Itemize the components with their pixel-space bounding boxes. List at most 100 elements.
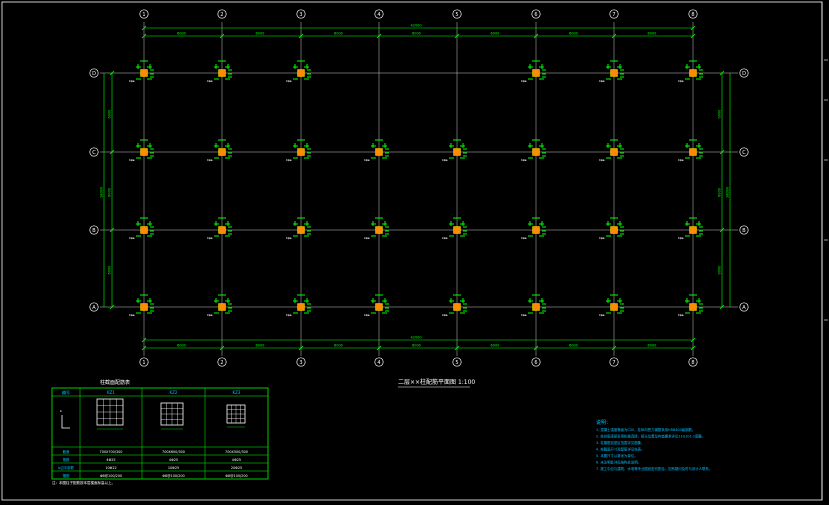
leader-line [600,314,606,317]
dimension-tick [141,25,147,31]
grid-bubble-left-A: A [89,302,99,312]
schedule-cell: b边中部筋 [58,465,74,470]
grid-bubble-label: B [742,228,746,234]
section-sketch-2 [160,402,184,430]
dimension-tick [219,345,225,351]
leader-line [130,80,136,83]
bay-dimension-text: 6000 [648,344,657,348]
grid-bubble-top-8: 8 [688,9,698,19]
grid-bubble-circle [688,357,698,367]
schedule-cell: 箍筋 [63,473,70,478]
leader-line [287,314,293,317]
bay-dimension-text: 6000 [412,32,421,36]
column-marker: KZ1 [129,217,154,240]
column-marker: KZ1 [678,217,703,240]
schedule-header-cell: 编号 [62,389,70,395]
column-marker: KZ1 [207,60,232,83]
grid-bubble-circle [739,302,749,312]
column-marker: KZ1 [442,139,467,162]
schedule-cell: 4Φ25 [232,458,241,462]
column-marker: KZ1 [521,60,546,83]
column-marker: KZ1 [129,60,154,83]
grid-bubble-circle [739,147,749,157]
general-notes: 说明： 1. 混凝土强度等级为C30，柱纵向受力钢筋采用HRB400级钢筋。2.… [596,419,712,471]
column-section [532,69,540,77]
column-section [297,69,305,77]
span-dimension-text: 6000 [718,266,722,275]
grid-bubble-label: 3 [299,360,302,366]
grid-bubble-label: A [742,305,746,311]
dimension-tick [141,337,147,343]
grid-bubble-bottom-1: 1 [139,357,149,367]
bay-dimension-text: 6000 [569,32,578,36]
axis-grid-layer [100,22,738,356]
schedule-cell: 700X600/300 [162,450,185,454]
column-tag-text: KZ1 [286,79,291,83]
schedule-header-cell: KZ1 [107,390,115,395]
grid-bubble-top-3: 3 [296,9,306,19]
dimension-tick [719,227,725,233]
grid-bubble-bottom-7: 7 [609,357,619,367]
dimension-tick [611,33,617,39]
grid-bubble-circle [739,225,749,235]
column-marker: KZ1 [286,294,311,317]
grid-bubble-right-B: B [739,225,749,235]
grid-bubble-bottom-2: 2 [217,357,227,367]
leader-line [443,159,449,162]
grid-bubble-label: 8 [691,12,694,18]
dimension-tick [719,304,725,310]
column-marker: KZ1 [599,60,624,83]
column-tag-text: KZ1 [599,313,604,317]
dimension-tick [611,345,617,351]
grid-bubble-label: 7 [612,12,615,18]
bay-dimension-text: 6000 [177,32,186,36]
column-section [453,226,461,234]
grid-bubble-top-6: 6 [531,9,541,19]
grid-bubble-top-5: 5 [452,9,462,19]
column-tag-text: KZ1 [442,236,447,240]
column-marker: KZ1 [364,294,389,317]
note-line: 6. 未注明处详见结构总说明。 [596,460,641,465]
leader-line [679,80,685,83]
grid-bubble-left-C: C [89,147,99,157]
column-section [218,148,226,156]
grid-bubble-label: 6 [534,360,537,366]
grid-bubble-circle [217,357,227,367]
column-marker: KZ1 [521,139,546,162]
bay-dimension-text: 6000 [177,344,186,348]
dimension-tick [298,345,304,351]
leader-line [522,159,528,162]
schedule-header-cell: KZ2 [170,390,178,395]
column-section [140,226,148,234]
note-line: 3. 柱箍筋加密区范围详见图集。 [596,440,644,445]
dimension-tick [690,345,696,351]
bay-dimension-text: 6000 [256,344,265,348]
leader-line [365,159,371,162]
overall-depth-text: 18000 [726,187,730,198]
column-marker: KZ1 [364,139,389,162]
column-tag-text: KZ1 [129,313,134,317]
grid-bubble-circle [452,357,462,367]
bay-dimension-text: 6000 [334,344,343,348]
column-marker: KZ1 [286,60,311,83]
grid-bubble-label: 3 [299,12,302,18]
leader-line [600,80,606,83]
dimension-tick [109,149,115,155]
grid-bubble-label: C [92,150,96,156]
column-tag-text: KZ1 [599,236,604,240]
bay-dimension-text: 6000 [334,32,343,36]
grid-bubble-label: 4 [377,360,380,366]
overall-depth-text: 18000 [100,187,104,198]
column-section [610,148,618,156]
bay-dimension-text: 6000 [569,344,578,348]
dimension-tick [533,33,539,39]
column-marker: KZ1 [207,139,232,162]
schedule-title: 柱截面配筋表 [100,379,130,386]
grid-bubble-circle [609,9,619,19]
column-marker: KZ1 [364,217,389,240]
span-dimension-text: 6000 [718,110,722,119]
column-section [218,303,226,311]
grid-bubble-label: B [92,228,96,234]
column-tag-text: KZ1 [678,158,683,162]
